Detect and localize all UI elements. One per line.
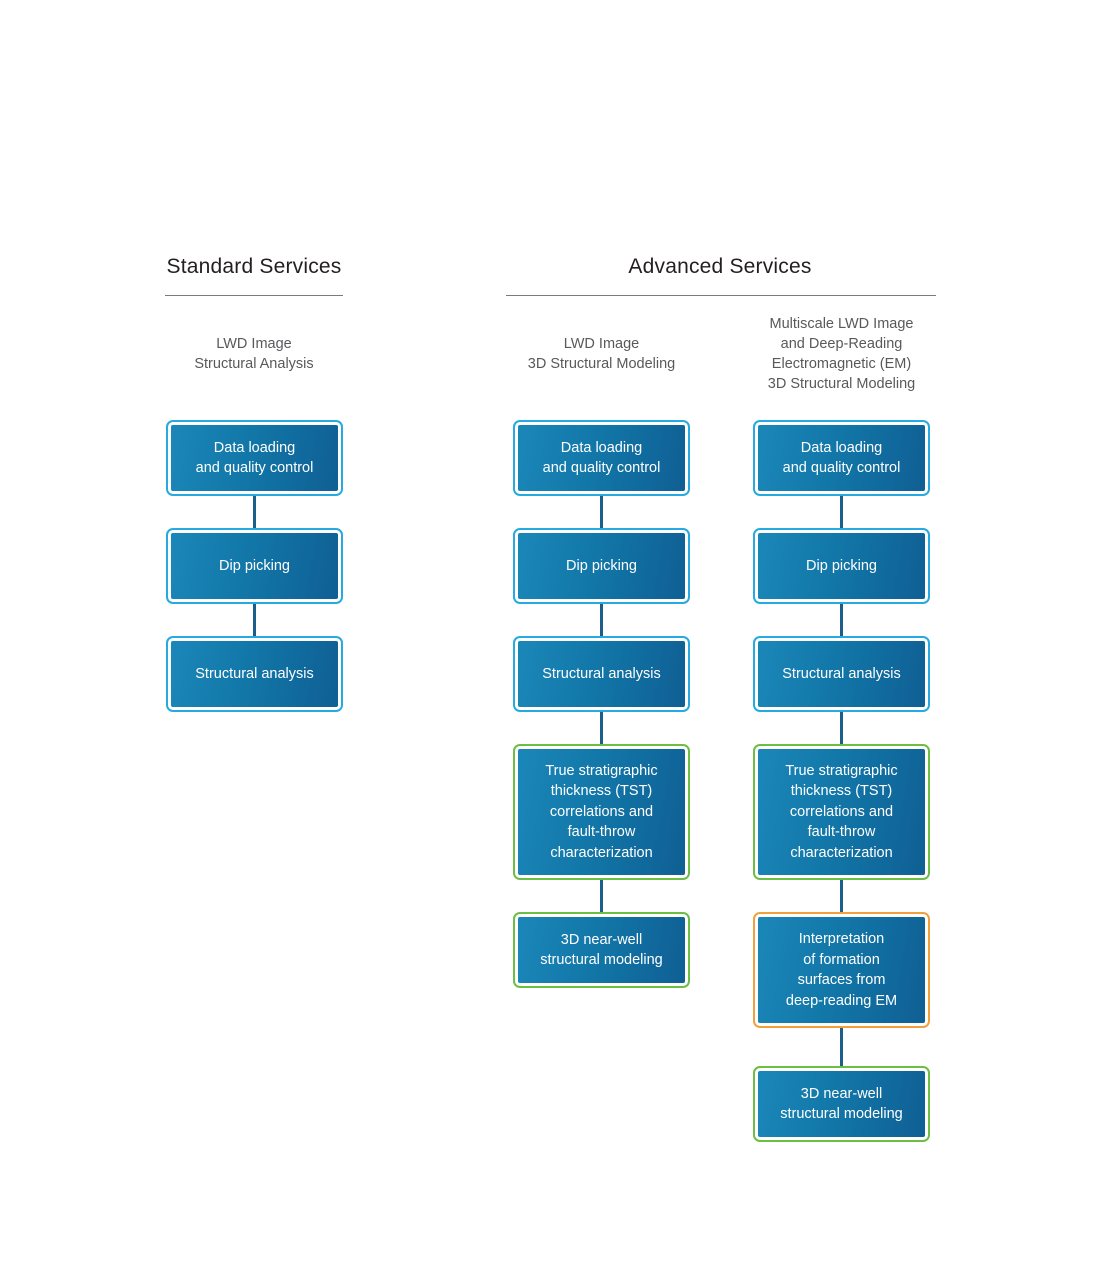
flow-step-dip-picking[interactable]: Dip picking (513, 528, 690, 604)
flow-step-data-loading[interactable]: Data loading and quality control (513, 420, 690, 496)
flow-step-label: 3D near-well structural modeling (518, 917, 685, 983)
flow-step-data-loading[interactable]: Data loading and quality control (753, 420, 930, 496)
flow-step-line: 3D near-well (560, 931, 643, 948)
divider-advanced (506, 295, 936, 296)
flow-step-line: thickness (TST) (550, 783, 653, 800)
flow-step-line: structural modeling (780, 1106, 903, 1122)
flow-step-line: 3D near-well (800, 1085, 883, 1102)
flow-step-line: and quality control (782, 460, 901, 476)
page-title-standard-services: Standard Services (166, 255, 342, 278)
flow-step-3d-near-well-modeling[interactable]: 3D near-well structural modeling (753, 1066, 930, 1142)
caption-line: 3D Structural Modeling (767, 376, 916, 392)
flow-step-label: Dip picking (518, 533, 685, 599)
flow-step-line: Data loading (800, 439, 883, 456)
flow-step-line: fault-throw (567, 824, 636, 841)
flow-step-label: Data loading and quality control (758, 425, 925, 491)
flow-step-label: Structural analysis (518, 641, 685, 707)
connector-line (840, 880, 843, 912)
flow-step-label: Interpretation of formation surfaces fro… (758, 917, 925, 1023)
connector-line (600, 604, 603, 636)
flow-step-line: and quality control (195, 460, 314, 476)
flow-step-label: Dip picking (171, 533, 338, 599)
column-caption-advanced-lwd: LWD Image 3D Structural Modeling (500, 334, 703, 374)
flow-step-line: fault-throw (807, 824, 876, 841)
connector-line (840, 496, 843, 528)
flow-step-line: characterization (550, 844, 653, 861)
flow-step-em-interpretation[interactable]: Interpretation of formation surfaces fro… (753, 912, 930, 1028)
connector-line (600, 712, 603, 744)
divider-standard (165, 295, 343, 296)
flow-step-3d-near-well-modeling[interactable]: 3D near-well structural modeling (513, 912, 690, 988)
flow-step-label: True stratigraphic thickness (TST) corre… (518, 749, 685, 875)
flow-step-line: Dip picking (806, 557, 877, 574)
caption-line: LWD Image (563, 336, 640, 352)
flow-step-line: deep-reading EM (785, 992, 898, 1009)
flow-step-line: Dip picking (219, 557, 290, 574)
flow-step-tst-correlations[interactable]: True stratigraphic thickness (TST) corre… (513, 744, 690, 880)
flow-step-line: characterization (790, 844, 893, 861)
flow-step-label: Data loading and quality control (171, 425, 338, 491)
connector-line (253, 604, 256, 636)
connector-line (600, 880, 603, 912)
caption-line: Structural Analysis (194, 356, 314, 372)
caption-line: and Deep-Reading (780, 336, 903, 352)
flow-step-dip-picking[interactable]: Dip picking (166, 528, 343, 604)
flow-step-label: Structural analysis (758, 641, 925, 707)
flow-step-line: correlations and (789, 803, 894, 820)
connector-line (253, 496, 256, 528)
flow-step-line: Data loading (560, 439, 643, 456)
flow-step-line: Structural analysis (195, 665, 314, 682)
column-caption-standard: LWD Image Structural Analysis (154, 334, 354, 374)
flow-step-line: Structural analysis (782, 665, 901, 682)
caption-line: Multiscale LWD Image (769, 316, 914, 332)
flow-step-line: Dip picking (566, 557, 637, 574)
flow-step-tst-correlations[interactable]: True stratigraphic thickness (TST) corre… (753, 744, 930, 880)
flow-step-line: True stratigraphic (545, 762, 658, 779)
flow-step-line: of formation (803, 951, 880, 968)
flow-step-line: True stratigraphic (785, 762, 898, 779)
flow-step-structural-analysis[interactable]: Structural analysis (753, 636, 930, 712)
flow-step-line: Structural analysis (542, 665, 661, 682)
flow-step-label: True stratigraphic thickness (TST) corre… (758, 749, 925, 875)
connector-line (840, 1028, 843, 1066)
flow-step-line: thickness (TST) (790, 783, 893, 800)
caption-line: 3D Structural Modeling (527, 356, 676, 372)
flow-step-line: correlations and (549, 803, 654, 820)
caption-line: Electromagnetic (EM) (771, 356, 912, 372)
flow-step-line: Interpretation (798, 931, 885, 947)
connector-line (840, 712, 843, 744)
column-caption-advanced-multiscale-em: Multiscale LWD Image and Deep-Reading El… (740, 314, 943, 394)
flow-step-label: Dip picking (758, 533, 925, 599)
flow-step-line: surfaces from (797, 972, 886, 988)
caption-line: LWD Image (216, 336, 292, 352)
flow-step-line: Data loading (213, 439, 296, 456)
flow-step-dip-picking[interactable]: Dip picking (753, 528, 930, 604)
flow-step-structural-analysis[interactable]: Structural analysis (166, 636, 343, 712)
connector-line (840, 604, 843, 636)
flow-step-structural-analysis[interactable]: Structural analysis (513, 636, 690, 712)
flow-step-data-loading[interactable]: Data loading and quality control (166, 420, 343, 496)
flow-step-label: Data loading and quality control (518, 425, 685, 491)
flow-step-line: structural modeling (540, 952, 663, 968)
flow-step-label: 3D near-well structural modeling (758, 1071, 925, 1137)
flow-step-line: and quality control (542, 460, 661, 476)
page-title-advanced-services: Advanced Services (628, 255, 812, 278)
flow-step-label: Structural analysis (171, 641, 338, 707)
connector-line (600, 496, 603, 528)
